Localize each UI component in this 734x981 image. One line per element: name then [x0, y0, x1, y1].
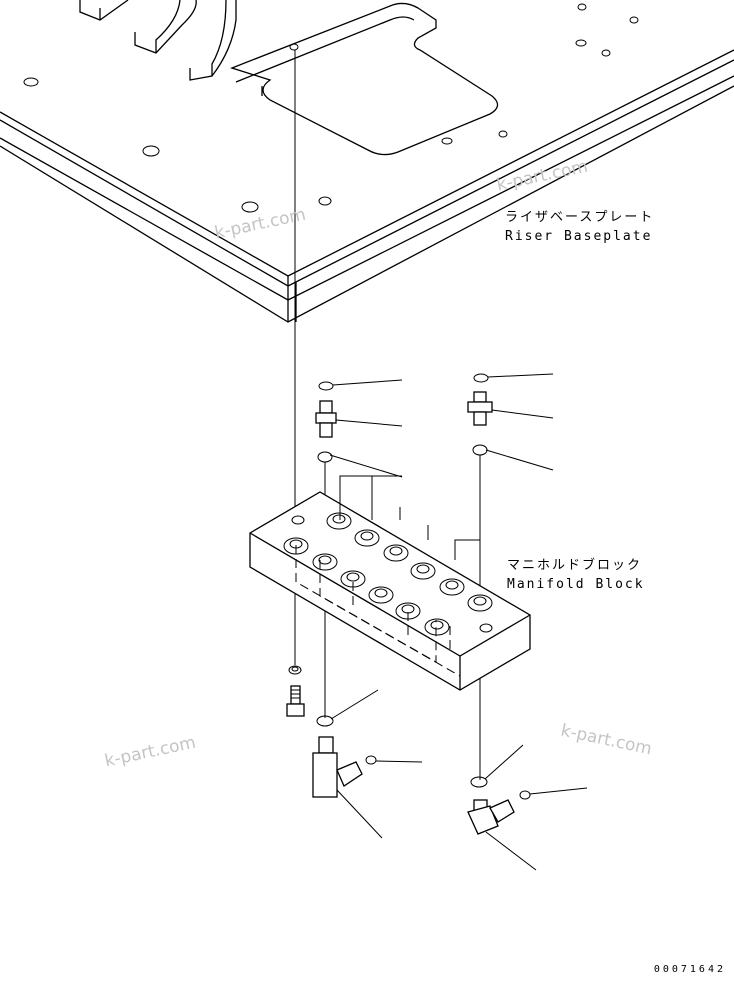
port-row-top — [326, 512, 493, 612]
riser-baseplate-label-jp: ライザベースプレート — [505, 210, 655, 225]
lower-right-elbow — [467, 744, 588, 871]
drawing-code: 00071642 — [653, 964, 726, 975]
riser-baseplate — [0, 0, 734, 323]
manifold-block-label-en: Manifold Block — [507, 577, 645, 592]
manifold-block-label-jp: マニホルドブロック — [507, 558, 643, 573]
lower-left-elbow — [312, 689, 423, 839]
riser-baseplate-label-en: Riser Baseplate — [505, 229, 653, 244]
bolt-and-washer — [286, 665, 305, 717]
right-fitting-stack — [467, 373, 554, 780]
manifold-block — [249, 475, 531, 691]
port-row-bottom — [283, 537, 450, 636]
